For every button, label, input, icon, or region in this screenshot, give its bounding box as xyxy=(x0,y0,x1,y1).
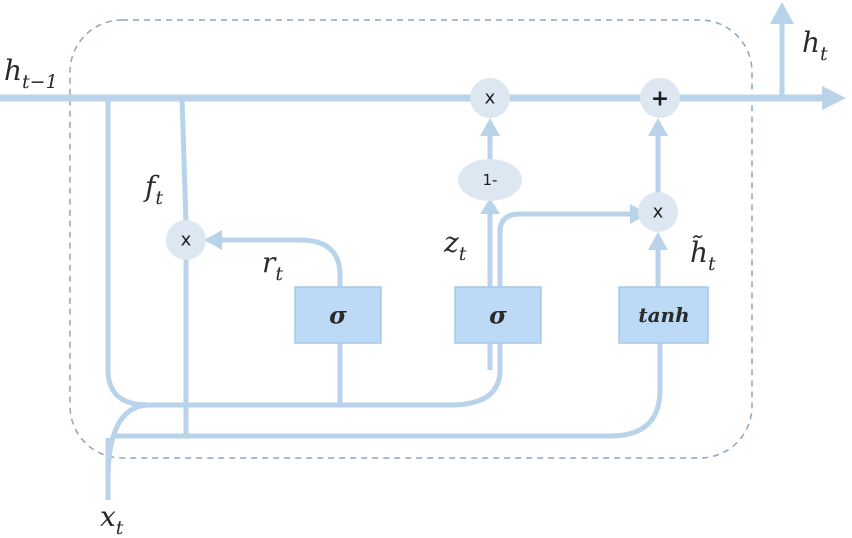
candidate-multiply-symbol: x xyxy=(653,202,664,223)
reset-multiply-operator xyxy=(166,220,206,260)
update-to-one-minus-arrowhead xyxy=(480,198,500,214)
reset-gate-output-line xyxy=(218,237,343,288)
x-input-label: xt xyxy=(100,500,124,538)
add-operator xyxy=(640,78,680,118)
reset-state-line-top xyxy=(179,97,189,223)
output-branch-arrowhead xyxy=(770,2,794,24)
candidate-to-multiply-arrowhead xyxy=(648,232,668,250)
one-minus-symbol: 1- xyxy=(483,171,498,189)
reset-multiply-symbol: x xyxy=(181,230,192,251)
reset-gate-box xyxy=(294,286,382,344)
top-multiply-operator xyxy=(470,78,510,118)
update-gate-label: σ xyxy=(489,301,507,330)
r-label: rt xyxy=(262,246,283,285)
candidate-multiply-operator xyxy=(638,192,678,232)
h-prev-label: ht−1 xyxy=(4,54,58,93)
reset-gate-label: σ xyxy=(329,301,347,330)
candidate-input-line xyxy=(112,342,663,439)
one-minus-operator xyxy=(458,159,522,201)
f-label: ft xyxy=(143,170,163,209)
add-symbol: + xyxy=(651,87,669,112)
h-out-label: ht xyxy=(802,26,828,65)
update-path-line xyxy=(105,98,634,408)
input-curve-line xyxy=(105,402,151,481)
hidden-state-arrowhead xyxy=(822,86,846,110)
candidate-gate-label: tanh xyxy=(638,303,689,327)
reset-gate-output-arrowhead xyxy=(204,230,222,250)
candidate-gate-box xyxy=(618,286,709,344)
h-tilde-label: h̃t xyxy=(690,235,716,275)
multiply-to-add-arrowhead xyxy=(648,118,668,136)
z-label: zt xyxy=(443,226,467,265)
update-gate-box xyxy=(454,286,542,344)
cell-boundary xyxy=(69,19,753,459)
top-multiply-symbol: x xyxy=(485,88,496,109)
one-minus-to-multiply-arrowhead xyxy=(480,118,500,136)
